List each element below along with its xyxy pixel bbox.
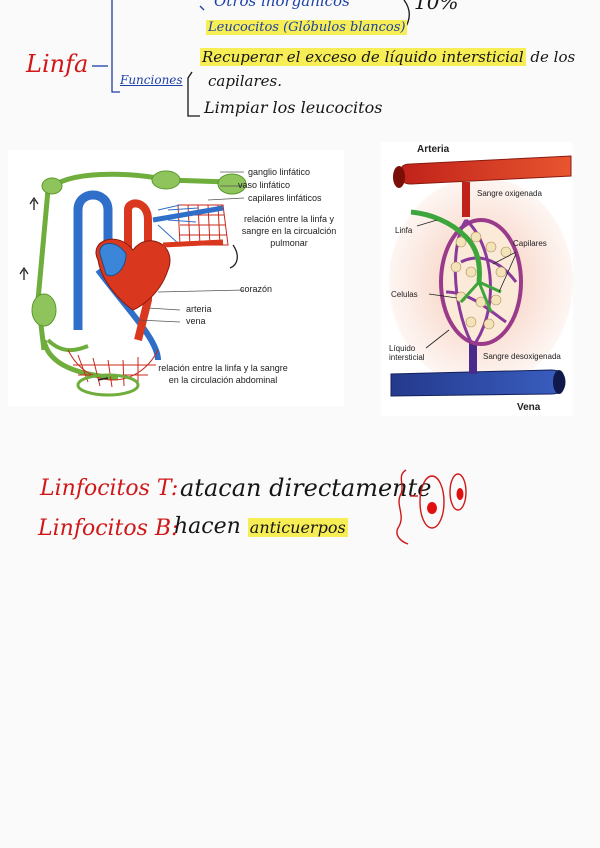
cell-doodle (392, 462, 482, 552)
note-funcion-1-line2: capilares. (208, 72, 282, 90)
note-linfocitos-b-text: hacen anticuerpos (174, 514, 348, 539)
label-capilares: capilares linfáticos (248, 193, 322, 203)
label-liquido: Líquido intersticial (389, 344, 439, 362)
note-funcion-2: Limpiar los leucocitos (204, 98, 382, 117)
label-corazon: corazón (240, 284, 272, 294)
note-funcion-1: Recuperar el exceso de líquido interstic… (200, 48, 575, 66)
note-linfa-title: Linfa (26, 50, 88, 78)
label-celulas: Celulas (391, 290, 418, 299)
label-arteria-top: Arteria (417, 144, 449, 155)
note-funcion-1-highlight: Recuperar el exceso de líquido interstic… (200, 48, 526, 66)
label-vena-bottom: Vena (517, 402, 540, 413)
note-funcion-1-rest: de los (530, 48, 575, 66)
note-linfocitos-b-plain: hacen (174, 514, 241, 539)
label-sangre-desoxigenada: Sangre desoxigenada (483, 352, 561, 361)
label-capilares-right: Capilares (513, 239, 547, 248)
note-otros-inorganicos: Otros inorgánicos (214, 0, 350, 10)
note-leucocitos: Leucocitos (Glóbulos blancos) (206, 20, 407, 35)
label-vaso: vaso linfático (238, 180, 290, 190)
note-linfocitos-b-label: Linfocitos B: (38, 516, 179, 541)
label-sangre-oxigenada: Sangre oxigenada (477, 189, 542, 198)
label-vena: vena (186, 316, 206, 326)
note-funciones-label: Funciones (120, 73, 183, 87)
note-linfocitos-t-label: Linfocitos T: (40, 476, 178, 501)
figure-lymph-circulation: ganglio linfático vaso linfático capilar… (8, 150, 344, 406)
note-linfocitos-b-highlight: anticuerpos (248, 518, 348, 537)
capillary-bed-illustration (381, 142, 573, 416)
figure-capillary-bed: Arteria Sangre oxigenada Linfa Capilares… (381, 142, 573, 416)
label-arteria: arteria (186, 304, 212, 314)
label-linfa: Linfa (395, 226, 412, 235)
label-relacion-pulmonar: relación entre la linfa y sangre en la c… (234, 213, 344, 249)
label-relacion-abdominal: relación entre la linfa y la sangre en l… (158, 362, 288, 386)
note-leucocitos-text: Leucocitos (Glóbulos blancos) (206, 20, 407, 35)
label-ganglio: ganglio linfático (248, 167, 310, 177)
note-ten-percent: 10% (414, 0, 458, 14)
